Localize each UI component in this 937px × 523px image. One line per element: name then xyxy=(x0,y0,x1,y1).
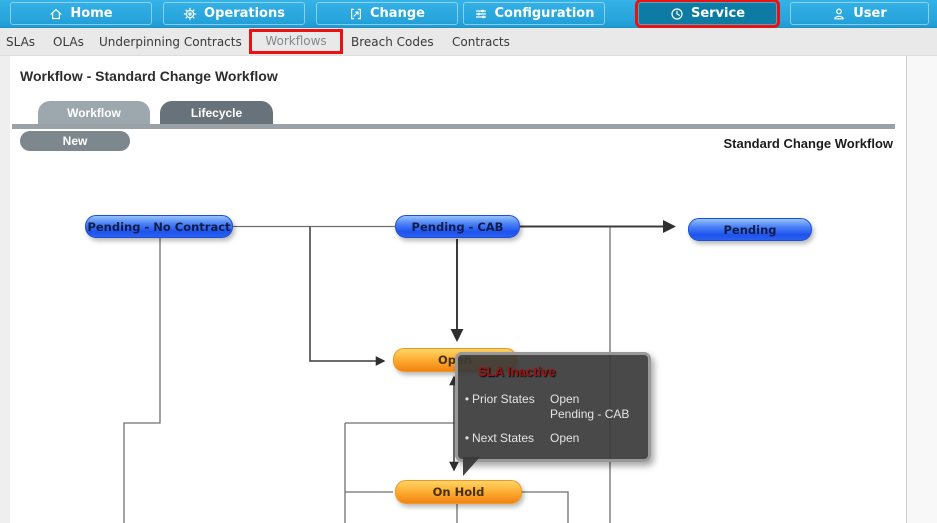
nav-item-user[interactable]: User xyxy=(790,2,929,25)
nav-item-label: Home xyxy=(70,6,113,21)
new-button[interactable]: New xyxy=(20,131,130,151)
tooltip-title: SLA Inactive xyxy=(478,364,556,379)
left-margin xyxy=(0,56,10,523)
bullet-icon xyxy=(462,431,472,446)
prior-state-value: Open xyxy=(550,392,580,406)
workflow-node-pending-cab[interactable]: Pending - CAB xyxy=(395,215,520,238)
change-brackets-icon xyxy=(349,7,363,21)
tooltip-row-prior-states: Prior States Open Pending - CAB xyxy=(462,392,648,422)
subnav-item-breach-codes[interactable]: Breach Codes xyxy=(351,35,434,49)
subnav-item-contracts[interactable]: Contracts xyxy=(452,35,510,49)
subnav-item-underpinning-contracts[interactable]: Underpinning Contracts xyxy=(99,35,242,49)
nav-item-configuration[interactable]: Configuration xyxy=(463,2,605,25)
workflow-node-pending-no-contract[interactable]: Pending - No Contract xyxy=(85,215,233,238)
tab-workflow[interactable]: Workflow xyxy=(38,101,150,124)
prior-state-value: Pending - CAB xyxy=(550,407,630,421)
tab-lifecycle[interactable]: Lifecycle xyxy=(160,101,273,124)
subnav-item-olas[interactable]: OLAs xyxy=(53,35,84,49)
right-margin xyxy=(906,56,937,523)
clock-icon xyxy=(670,7,684,21)
page-title: Workflow - Standard Change Workflow xyxy=(20,68,278,84)
tab-underline-bar xyxy=(12,124,895,129)
sub-nav: SLAs OLAs Underpinning Contracts Workflo… xyxy=(0,28,937,56)
bullet-icon xyxy=(462,392,472,422)
next-state-value: Open xyxy=(550,431,580,445)
tooltip-row-next-states: Next States Open xyxy=(462,431,648,446)
nav-item-operations[interactable]: Operations xyxy=(163,2,305,25)
home-icon xyxy=(49,7,63,21)
nav-item-label: Operations xyxy=(204,6,285,21)
nav-item-label: User xyxy=(853,6,887,21)
user-icon xyxy=(832,7,846,21)
sla-tooltip: SLA Inactive Prior States Open Pending -… xyxy=(455,352,651,476)
nav-item-home[interactable]: Home xyxy=(10,2,152,25)
workflow-name-label: Standard Change Workflow xyxy=(723,136,894,151)
workflow-node-on-hold[interactable]: On Hold xyxy=(395,480,522,504)
nav-item-change[interactable]: Change xyxy=(316,2,458,25)
sliders-icon xyxy=(474,7,488,21)
nav-item-label: Service xyxy=(690,6,746,21)
tooltip-rows: Prior States Open Pending - CAB Next Sta… xyxy=(462,392,648,446)
subnav-item-slas[interactable]: SLAs xyxy=(6,35,36,49)
nav-item-label: Configuration xyxy=(494,6,595,21)
helm-icon xyxy=(183,7,197,21)
subnav-item-workflows[interactable]: Workflows xyxy=(249,29,343,54)
nav-item-service[interactable]: Service xyxy=(638,2,777,25)
workflow-node-pending[interactable]: Pending xyxy=(688,218,812,241)
top-nav: Home Operations Change Configuration Ser… xyxy=(0,0,937,28)
nav-item-label: Change xyxy=(370,6,425,21)
